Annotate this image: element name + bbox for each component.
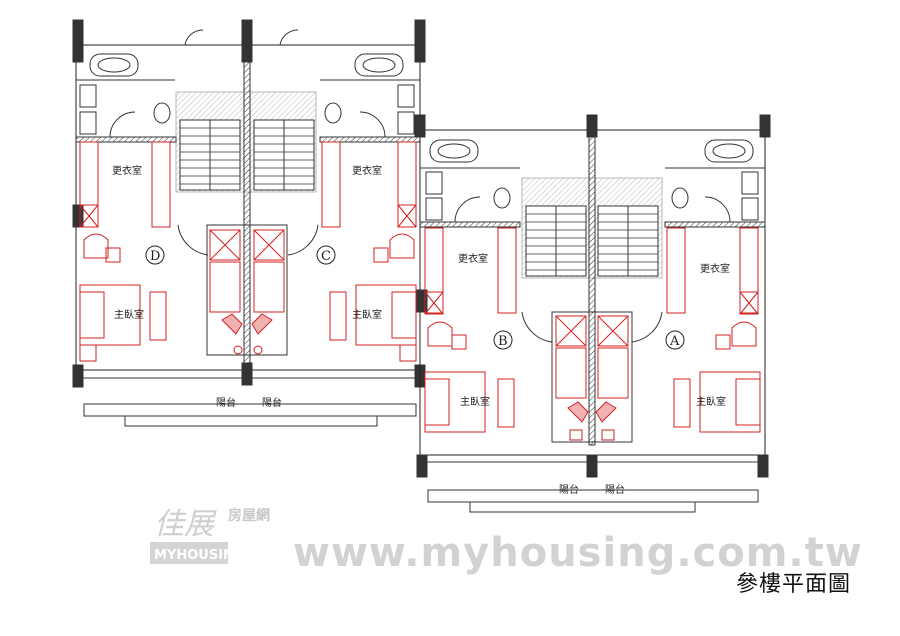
left-furniture [79,141,417,362]
unit-a-balcony-label: 陽台 [605,483,625,496]
unit-b-closet-label: 更衣室 [458,252,488,265]
unit-d-bedroom-label: 主臥室 [114,308,144,321]
left-building [72,19,426,427]
unit-b-bedroom-label: 主臥室 [460,395,490,408]
watermark-url: www.myhousing.com.tw [293,530,863,576]
right-building [414,114,771,513]
svg-text:佳展: 佳展 [154,507,217,542]
unit-a-labels: 更衣室 A 主臥室 陽台 [605,262,730,496]
unit-a-closet-label: 更衣室 [700,262,730,275]
watermark-brand-chinese: 房屋網 [228,508,270,524]
svg-text:MYHOUSING: MYHOUSING [154,548,230,563]
unit-c-labels: 更衣室 C 主臥室 陽台 [262,164,382,409]
unit-d-closet-label: 更衣室 [112,164,142,177]
unit-c-bedroom-label: 主臥室 [352,308,382,321]
page-title: 參樓平面圖 [736,572,852,597]
unit-d-marker: D [150,249,160,264]
right-furniture [424,227,761,441]
myhousing-logo-mark: 佳展 MYHOUSING [150,507,230,564]
unit-c-balcony-label: 陽台 [262,396,282,409]
unit-c-closet-label: 更衣室 [352,164,382,177]
unit-d-labels: 更衣室 D 主臥室 陽台 [112,164,236,409]
unit-a-bedroom-label: 主臥室 [696,395,726,408]
unit-a-marker: A [669,334,680,349]
unit-c-marker: C [321,249,331,264]
unit-b-balcony-label: 陽台 [559,483,579,496]
unit-d-balcony-label: 陽台 [216,396,236,409]
unit-b-marker: B [498,334,508,349]
unit-b-labels: 更衣室 B 主臥室 陽台 [458,252,579,496]
